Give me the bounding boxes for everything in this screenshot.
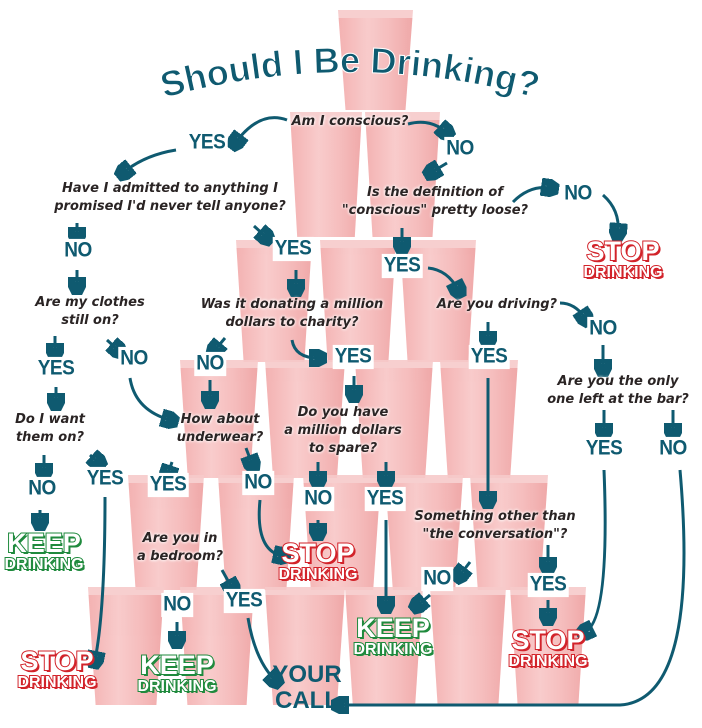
answer-no: NO bbox=[444, 136, 476, 162]
answer-yes: YES bbox=[381, 253, 423, 279]
question-definition: Is the definition of"conscious" pretty l… bbox=[341, 185, 529, 218]
answer-yes: YES bbox=[84, 466, 126, 492]
question-driving: Are you driving? bbox=[436, 297, 558, 312]
answer-yes: YES bbox=[147, 472, 189, 498]
answer-yes: YES bbox=[223, 588, 265, 614]
title: Should I Be Drinking? bbox=[155, 39, 544, 106]
cup bbox=[265, 360, 345, 478]
answer-yes: YES bbox=[527, 572, 569, 598]
answer-no: NO bbox=[302, 486, 334, 512]
answer-no: NO bbox=[587, 316, 619, 342]
answer-yes: YES bbox=[583, 436, 625, 462]
answer-yes: YES bbox=[468, 344, 510, 370]
answer-no: NO bbox=[242, 470, 274, 496]
cup bbox=[430, 587, 506, 705]
cup bbox=[355, 360, 433, 478]
cup bbox=[338, 10, 413, 110]
answer-yes: YES bbox=[35, 356, 77, 382]
answer-no: NO bbox=[657, 436, 689, 462]
answer-no: NO bbox=[194, 351, 226, 377]
answer-no: NO bbox=[118, 346, 150, 372]
answer-yes: YES bbox=[364, 486, 406, 512]
answer-no: NO bbox=[161, 592, 193, 618]
answer-no: NO bbox=[562, 181, 594, 207]
svg-text:Should I Be Drinking?: Should I Be Drinking? bbox=[156, 39, 544, 105]
answer-no: NO bbox=[421, 566, 453, 592]
question-conscious: Am I conscious? bbox=[291, 114, 409, 129]
answer-yes: YES bbox=[272, 236, 314, 262]
answer-no: NO bbox=[26, 476, 58, 502]
cup bbox=[290, 112, 362, 237]
answer-yes: YES bbox=[332, 344, 374, 370]
answer-yes: YES bbox=[186, 130, 228, 156]
answer-no: NO bbox=[62, 238, 94, 264]
question-something: Something other than"the conversation"? bbox=[414, 509, 576, 542]
